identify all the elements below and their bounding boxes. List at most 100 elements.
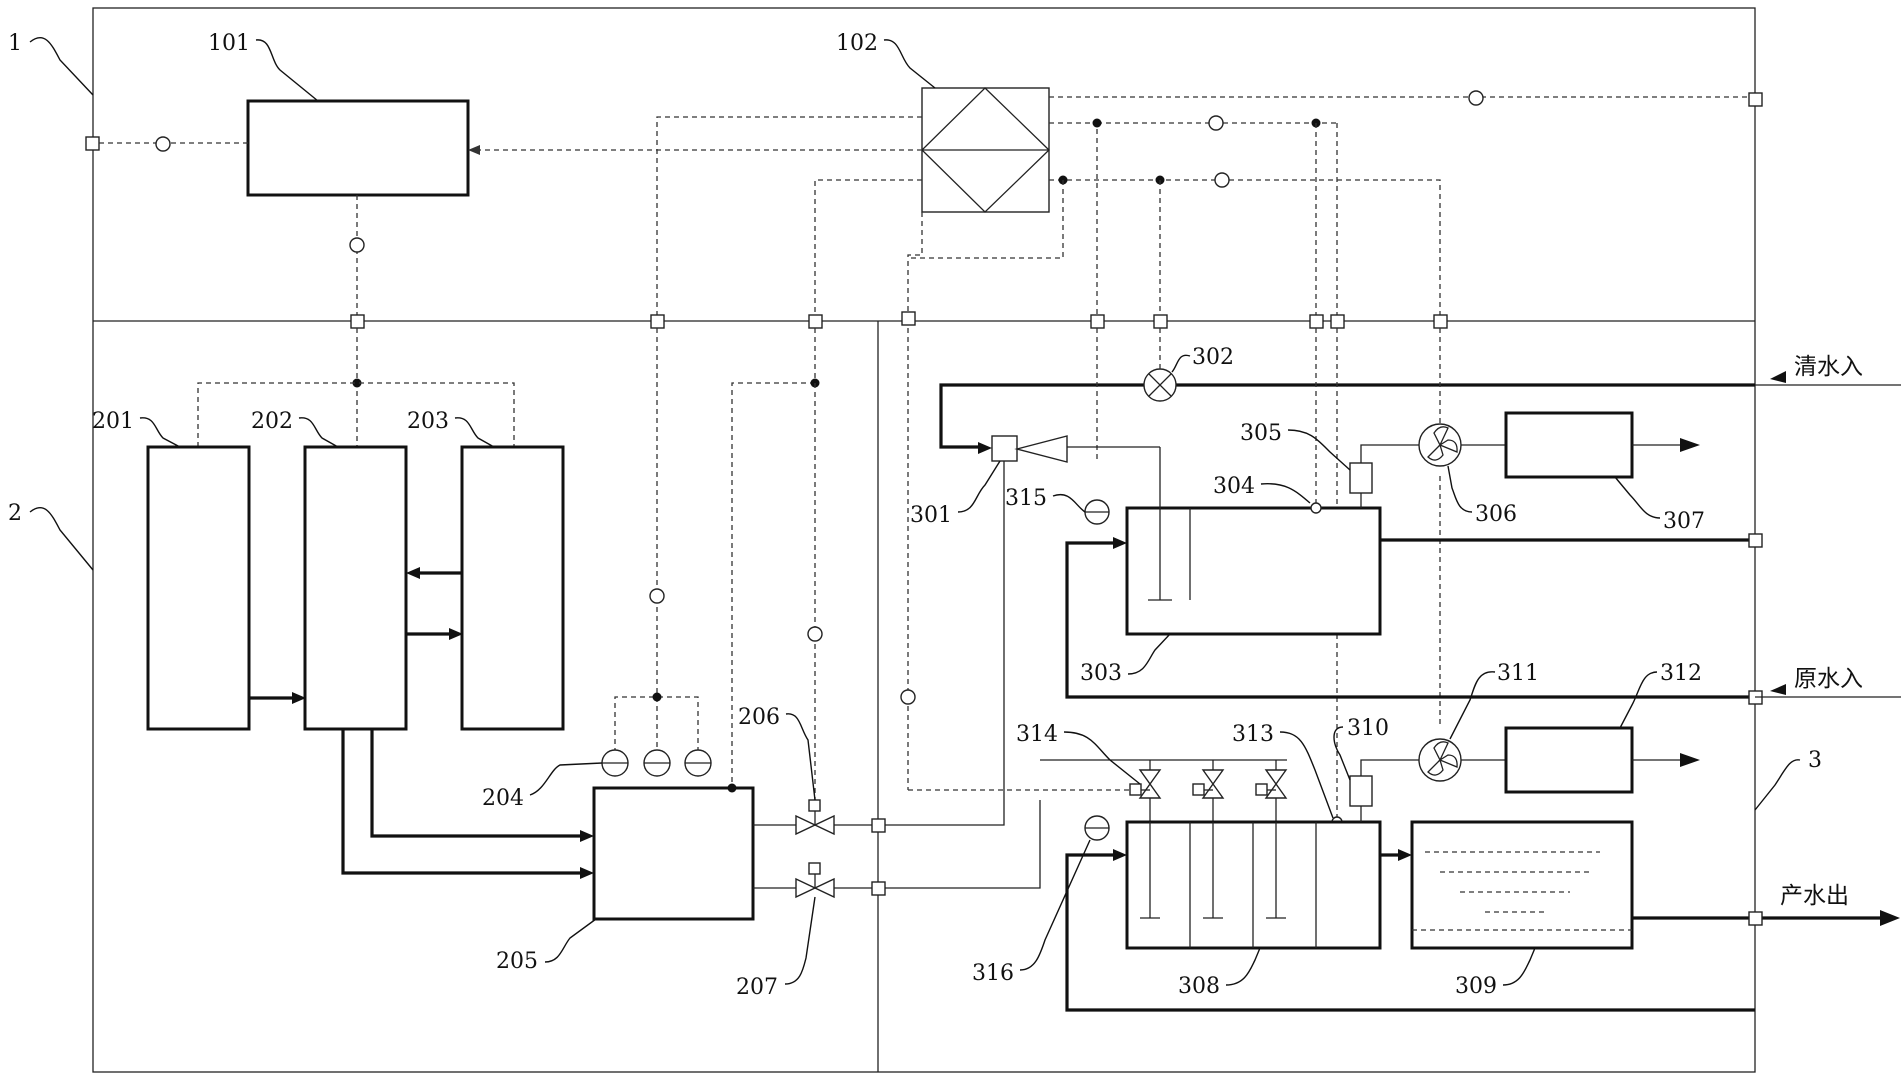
terminal	[901, 311, 916, 326]
leader-206	[785, 713, 816, 801]
leader-1	[29, 36, 94, 96]
leader-306	[1447, 465, 1473, 513]
mixer-301	[991, 435, 1018, 462]
arrow-head	[580, 830, 594, 842]
controller-box-101	[246, 99, 470, 197]
bus-201-203	[197, 382, 515, 447]
label-205: 205	[496, 949, 538, 974]
gauge-bus	[614, 696, 699, 762]
product-water-out-label: 产水出	[1780, 883, 1849, 909]
valve-206	[795, 799, 835, 836]
leader-311	[1449, 671, 1496, 740]
terminal	[1433, 314, 1448, 329]
leader-102	[883, 39, 936, 89]
leader-309	[1502, 947, 1536, 986]
label-3: 3	[1808, 748, 1822, 773]
arrow-head	[449, 628, 463, 640]
signal-ring	[900, 689, 916, 705]
label-308: 308	[1178, 974, 1220, 999]
terminal	[1090, 314, 1105, 329]
arrow-head	[406, 567, 420, 579]
valve-actuator	[808, 799, 821, 812]
flow-202-205-b	[341, 729, 586, 875]
leader-2	[29, 506, 94, 571]
leader-202	[298, 417, 339, 448]
recycle-pipe	[1065, 853, 1755, 1012]
valve-icon	[795, 877, 835, 899]
arrow-head	[1398, 849, 1412, 861]
label-207: 207	[736, 975, 778, 1000]
arrow-head	[1680, 753, 1700, 767]
label-314: 314	[1016, 722, 1058, 747]
unit-307	[1504, 411, 1634, 479]
raw-water-in-label: 原水入	[1794, 666, 1863, 692]
ejector-icon	[1014, 435, 1068, 463]
pump-x	[1148, 373, 1172, 397]
arrow-head	[580, 867, 594, 879]
terminal	[650, 314, 665, 329]
leader-312	[1619, 671, 1658, 729]
label-306: 306	[1475, 502, 1517, 527]
region-3-water: 301 302 315 303	[885, 328, 1901, 1012]
region-1-control: 101 102	[85, 31, 1763, 321]
pipe-to-314	[885, 800, 1041, 889]
arrow-head	[1770, 371, 1786, 383]
label-206: 206	[738, 705, 780, 730]
leader-314	[1063, 731, 1141, 785]
label-102: 102	[836, 31, 878, 56]
terminal	[1748, 533, 1763, 548]
arrow-head	[1880, 910, 1900, 926]
label-201: 201	[92, 409, 134, 434]
leader-207	[784, 896, 816, 985]
leader-315	[1052, 493, 1086, 513]
terminal	[808, 314, 823, 329]
pipe-to-301	[885, 449, 1005, 826]
unit-203	[460, 445, 565, 731]
raw-water-pipe	[1065, 541, 1755, 699]
leader-3	[1754, 759, 1801, 811]
signal-ring	[649, 588, 665, 604]
link-1063-left	[908, 180, 1064, 259]
terminal	[1309, 314, 1324, 329]
leader-205	[544, 918, 597, 963]
signal-ring	[155, 136, 171, 152]
clean-water-in-label: 清水入	[1794, 354, 1863, 380]
signal-ring	[1214, 172, 1230, 188]
valve-icon	[1201, 769, 1225, 799]
sensor-304	[1310, 502, 1322, 514]
junction-dot	[352, 378, 362, 388]
label-101: 101	[208, 31, 250, 56]
junction-dot	[652, 692, 662, 702]
terminal	[1330, 314, 1345, 329]
leader-304	[1260, 483, 1311, 504]
terminal	[871, 881, 886, 896]
arrow-head	[1113, 849, 1127, 861]
signal-ring	[1468, 90, 1484, 106]
tank-309	[1410, 820, 1634, 950]
flow-202-205-a	[370, 729, 586, 838]
label-316: 316	[972, 961, 1014, 986]
link-102-1097	[1049, 122, 1098, 321]
unit-310	[1349, 775, 1373, 807]
leader-308	[1225, 947, 1261, 986]
fan-blades	[1427, 741, 1458, 776]
label-1: 1	[8, 31, 22, 56]
valve-actuator	[808, 862, 821, 875]
unit-205	[592, 786, 755, 921]
terminal	[1153, 314, 1168, 329]
valve-icon	[1264, 769, 1288, 799]
link-102-815	[814, 179, 922, 321]
label-204: 204	[482, 786, 524, 811]
converter-diamond	[921, 87, 1050, 213]
signal-ring	[1208, 115, 1224, 131]
label-310: 310	[1347, 716, 1389, 741]
label-301: 301	[910, 503, 952, 528]
signal-ring	[349, 237, 365, 253]
label-302: 302	[1192, 345, 1234, 370]
junction-dot	[727, 783, 737, 793]
region-labels: 1 2 3	[8, 31, 1822, 811]
leader-313	[1279, 731, 1334, 819]
label-303: 303	[1080, 661, 1122, 686]
